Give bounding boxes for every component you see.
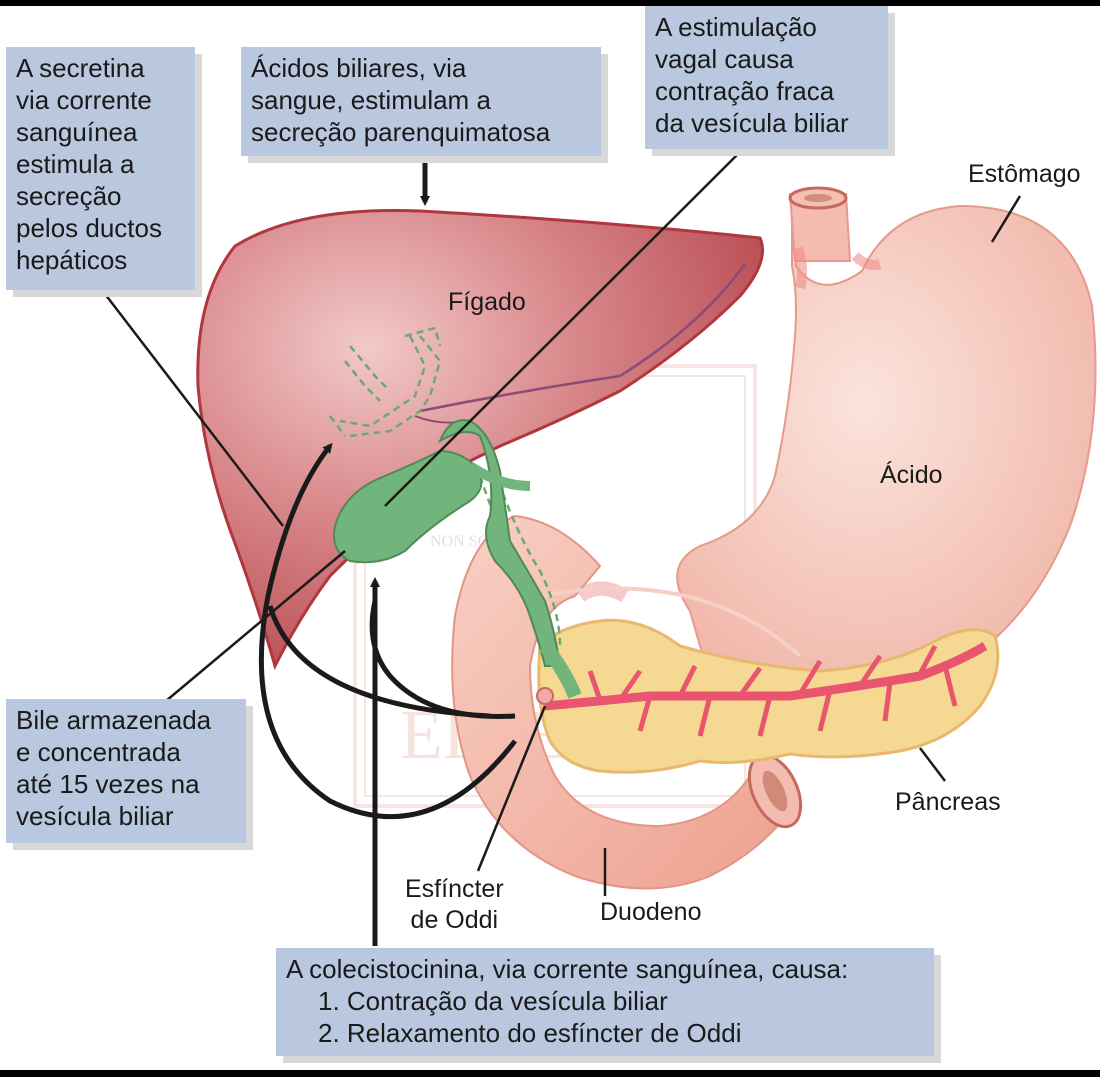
- secretina-text-line: secreção: [16, 180, 122, 211]
- bile-callout: Bile armazenada e concentrada até 15 vez…: [6, 699, 246, 843]
- secretina-text-line: hepáticos: [16, 244, 128, 275]
- secretina-text-line: A secretina: [16, 53, 145, 83]
- gallbladder: [333, 419, 582, 705]
- vagal-callout: A estimulação vagal causa contração frac…: [645, 6, 888, 149]
- acidos-text-line: secreção parenquimatosa: [251, 116, 551, 147]
- acidos-callout: Ácidos biliares, via sangue, estimulam a…: [241, 47, 601, 156]
- acidos-text-line: Ácidos biliares, via: [251, 53, 467, 83]
- secretina-text-line: pelos ductos: [16, 212, 162, 243]
- anatomy-illustration: NON SOLUS ELSEVIER: [104, 153, 1097, 946]
- secretina-arrow: [258, 442, 517, 820]
- vagal-text-line: da vesícula biliar: [655, 107, 849, 138]
- esfincter-label: Esfíncter de Oddi: [405, 874, 504, 937]
- secretina-callout: A secretina via corrente sanguínea estim…: [6, 47, 195, 290]
- pancreas-leader: [919, 747, 946, 782]
- secretina-text-line: estimula a: [16, 148, 135, 179]
- colecistocinina-text-line: 1. Contração da vesícula biliar: [318, 985, 668, 1016]
- bile-text-line: Bile armazenada: [16, 705, 212, 735]
- colecistocinina-text-line: 2. Relaxamento do esfíncter de Oddi: [318, 1017, 742, 1048]
- stomach: [575, 186, 1097, 700]
- colecistocinina-callout: A colecistocinina, via corrente sanguíne…: [276, 948, 934, 1056]
- duodeno-label: Duodeno: [600, 898, 702, 926]
- bile-text-line: até 15 vezes na: [16, 768, 200, 799]
- bile-text-line: e concentrada: [16, 736, 181, 767]
- vagal-leader: [384, 153, 739, 507]
- vagal-text-line: contração fraca: [655, 75, 835, 106]
- colecistocinina-text-line: A colecistocinina, via corrente sanguíne…: [286, 954, 849, 984]
- figado-label: Fígado: [448, 288, 526, 316]
- estomago-leader: [990, 195, 1022, 243]
- acido-label: Ácido: [880, 461, 943, 489]
- vagal-text-line: A estimulação: [655, 12, 817, 42]
- esfincter-leader: [476, 705, 547, 872]
- secretina-text-line: sanguínea: [16, 116, 138, 147]
- secretina-text-line: via corrente: [16, 84, 152, 115]
- acidos-text-line: sangue, estimulam a: [251, 84, 491, 115]
- diagram-canvas: NON SOLUS ELSEVIER: [0, 6, 1100, 1070]
- flow-arrows: [258, 154, 517, 946]
- pancreas-label: Pâncreas: [895, 788, 1001, 816]
- estomago-label: Estômago: [968, 160, 1081, 188]
- vagal-text-line: vagal causa: [655, 43, 794, 74]
- bile-leader: [159, 550, 346, 707]
- leader-lines: [104, 153, 1022, 896]
- bile-text-line: vesícula biliar: [16, 800, 174, 831]
- esfincter-label-line: Esfíncter: [405, 875, 504, 903]
- secretina-leader: [104, 293, 284, 527]
- esfincter-label-line: de Oddi: [410, 906, 499, 935]
- bile-flow-arrow: [267, 605, 491, 719]
- pancreas: [537, 618, 1000, 774]
